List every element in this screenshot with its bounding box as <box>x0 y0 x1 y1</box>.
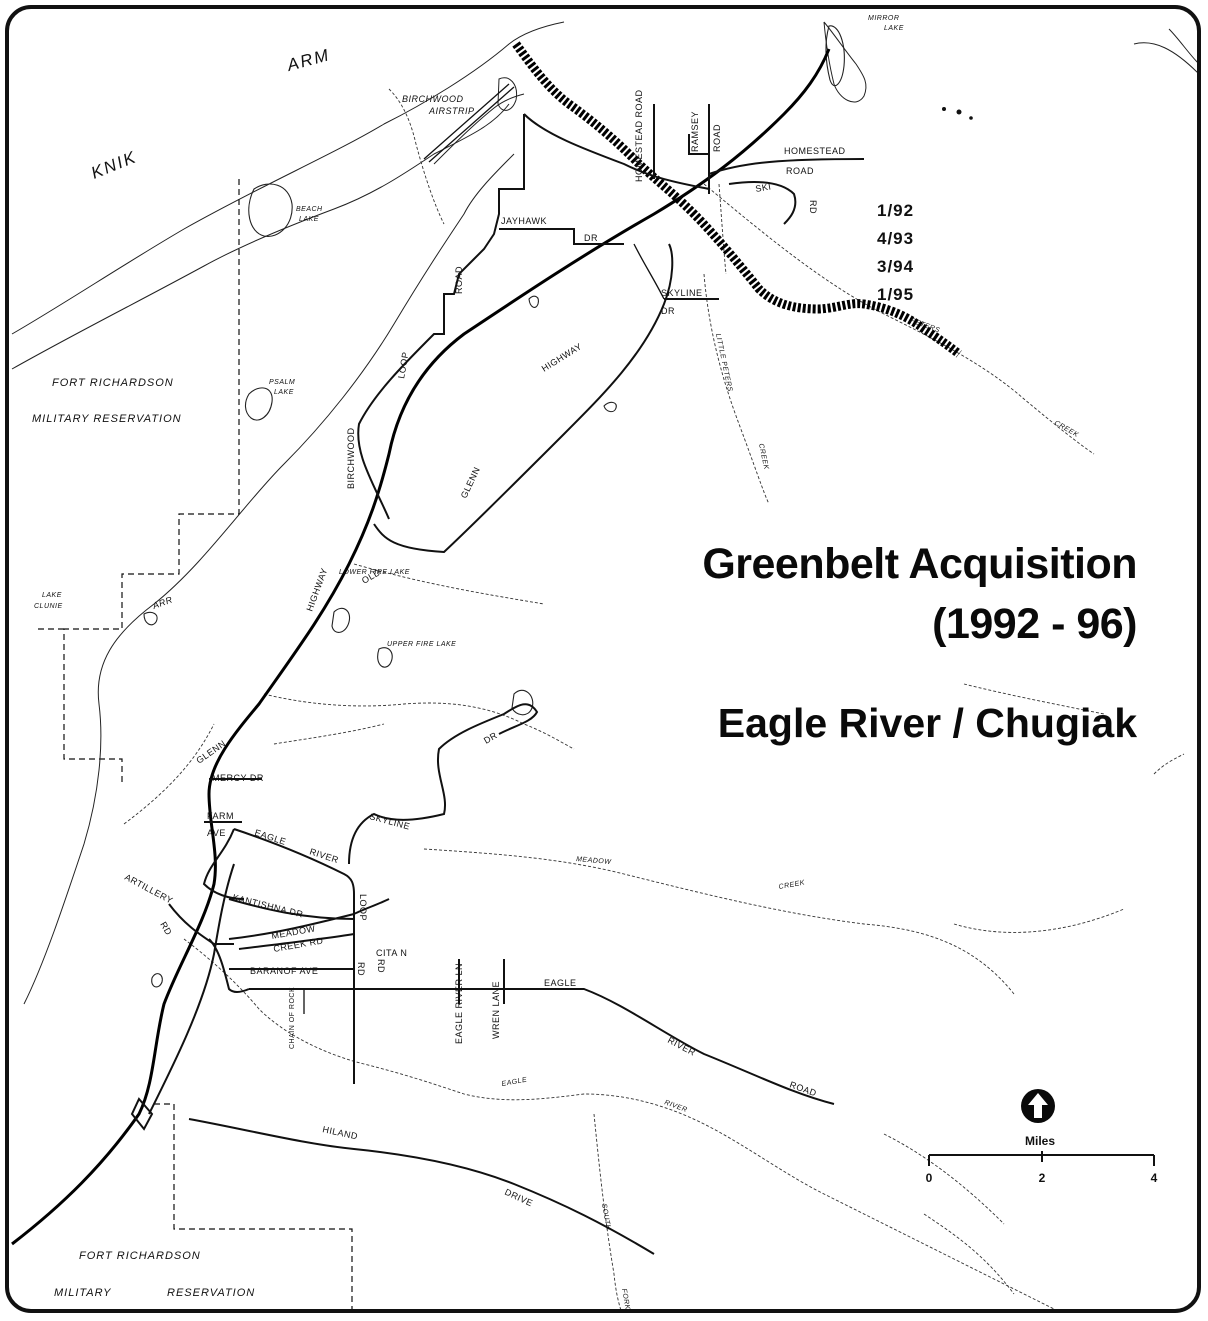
eagle-river-label-1: EAGLE <box>253 827 287 847</box>
military-label-north-2: MILITARY RESERVATION <box>32 413 182 425</box>
scale-tick-0: 0 <box>926 1171 933 1185</box>
hiland-label: HILAND <box>322 1124 359 1141</box>
skyline-s-label: SKYLINE <box>368 811 411 831</box>
roads <box>168 83 865 1255</box>
jayhawk-dr-label: DR <box>584 233 598 243</box>
rd-cit-label: RD <box>376 959 386 973</box>
knik-label: KNIK <box>88 147 139 182</box>
birchwood-airstrip-label: BIRCHWOOD <box>402 94 464 104</box>
mercy-dr-label: MERCY DR <box>212 773 264 783</box>
glenn-n-label: GLENN <box>459 465 482 500</box>
mirror-lake <box>825 25 845 87</box>
eagle-road-label: EAGLE <box>544 978 577 988</box>
psalm-lake <box>244 387 273 421</box>
lake-clunie-label: LAKE <box>42 592 62 599</box>
map-labels: KNIK ARM FORT RICHARDSON MILITARY RESERV… <box>32 15 1080 1310</box>
south-fork-label: SOUTH <box>600 1203 612 1231</box>
skyline-dr-n-label: DR <box>661 306 675 316</box>
psalm-label: PSALM <box>269 379 295 386</box>
meadow-creek <box>423 848 1015 995</box>
military-label-south-1: FORT RICHARDSON <box>79 1250 201 1262</box>
map-frame: KNIK ARM FORT RICHARDSON MILITARY RESERV… <box>5 5 1201 1313</box>
mirror-lake-label: LAKE <box>884 25 904 32</box>
road-loop-label: ROAD <box>454 266 464 294</box>
farm-label: FARM <box>207 811 234 821</box>
eagle-river-water <box>183 938 1056 1309</box>
homestead-road-v-label: HOMESTEAD ROAD <box>634 89 644 182</box>
military-label-south-2a: MILITARY <box>54 1287 112 1299</box>
loop-v-label: LOOP <box>358 894 368 921</box>
artillery-label: ARTILLERY <box>123 872 175 906</box>
clunie-label: CLUNIE <box>34 603 63 610</box>
greenbelt-acquisition-line <box>512 41 962 358</box>
chain-of-rock-label: CHAIN OF ROCK <box>289 987 296 1049</box>
artillery-rd-label: RD <box>158 920 174 937</box>
fork-label: FORK <box>620 1288 631 1310</box>
map-title: Greenbelt Acquisition (1992 - 96) Eagle … <box>702 540 1137 746</box>
north-arrow-icon <box>1021 1089 1055 1123</box>
scale-tick-2: 2 <box>1039 1171 1046 1185</box>
birchwood-v-label: BIRCHWOOD <box>346 428 356 490</box>
ave-label: AVE <box>207 828 226 838</box>
upper-fire-lake-label: UPPER FIRE LAKE <box>387 641 456 648</box>
scale-tick-4: 4 <box>1151 1171 1158 1185</box>
subtitle: Eagle River / Chugiak <box>718 700 1137 746</box>
road-label: ROAD <box>788 1079 818 1098</box>
kantishna-dr-label: KANTISHNA DR <box>232 892 305 919</box>
citation-label: CITA N <box>376 948 407 958</box>
military-boundary <box>34 179 353 1309</box>
meadow-creek-label: MEADOW <box>576 856 613 866</box>
date-3: 3/94 <box>877 257 914 276</box>
beach-lake-label-2: LAKE <box>299 216 319 223</box>
arm-label: ARM <box>284 45 332 75</box>
homestead-h-label: HOMESTEAD <box>784 146 846 156</box>
mirror-label: MIRROR <box>868 15 899 22</box>
acquisition-dates: 1/92 4/93 3/94 1/95 <box>877 201 914 304</box>
meadow-creek-label-2: CREEK <box>778 879 805 891</box>
scale-label: Miles <box>1025 1134 1055 1148</box>
peters-creek <box>703 183 1095 455</box>
arr-label: ARR <box>150 594 174 611</box>
lakes <box>143 25 845 988</box>
military-label-north-1: FORT RICHARDSON <box>52 377 174 389</box>
ramsey-road-label: ROAD <box>712 124 722 152</box>
ski-label: SKI <box>755 181 773 194</box>
railroad <box>23 153 515 1005</box>
eagle-water-label: EAGLE <box>501 1077 528 1088</box>
river-road-label: RIVER <box>666 1035 697 1058</box>
ski-rd-label: RD <box>808 200 818 214</box>
airstrip-label: AIRSTRIP <box>428 106 475 116</box>
beach-lake-label: BEACH <box>296 206 323 213</box>
baranof-ave-label: BARANOF AVE <box>250 966 318 976</box>
map-canvas[interactable]: KNIK ARM FORT RICHARDSON MILITARY RESERV… <box>9 9 1201 1313</box>
eagle-river-label-2: RIVER <box>308 846 340 865</box>
military-label-south-2b: RESERVATION <box>167 1287 255 1299</box>
title: Greenbelt Acquisition <box>702 540 1137 588</box>
scale-bar: Miles 0 2 4 <box>926 1134 1158 1185</box>
jayhawk-label: JAYHAWK <box>501 216 547 226</box>
lower-fire-lake-label: LOWER FIRE LAKE <box>339 569 410 576</box>
eagle-river-ln-label: EAGLE RIVER LN <box>454 963 464 1044</box>
map-dots <box>942 107 973 120</box>
highway-n-label: HIGHWAY <box>540 341 584 374</box>
little-peters-creek <box>703 273 770 505</box>
dr-e-label: DR <box>482 730 499 746</box>
little-creek-label: CREEK <box>757 443 769 470</box>
title-years: (1992 - 96) <box>932 600 1137 648</box>
date-2: 4/93 <box>877 229 914 248</box>
date-1: 1/92 <box>877 201 914 220</box>
ramsey-label: RAMSEY <box>690 111 700 152</box>
rd-v-label: RD <box>356 962 366 976</box>
loop-label: LOOP <box>396 351 411 379</box>
little-peters-label: LITTLE PETERS <box>714 333 733 393</box>
creek-e-label: CREEK <box>1053 420 1080 439</box>
coastline <box>11 21 1197 370</box>
homestead-road-h-label: ROAD <box>786 166 814 176</box>
skyline-n-label: SKYLINE <box>661 288 703 298</box>
creeks <box>123 88 1185 1309</box>
wren-lane-label: WREN LANE <box>491 981 501 1039</box>
psalm-lake-label: LAKE <box>274 389 294 396</box>
date-4: 1/95 <box>877 285 914 304</box>
beach-lake <box>248 183 293 237</box>
